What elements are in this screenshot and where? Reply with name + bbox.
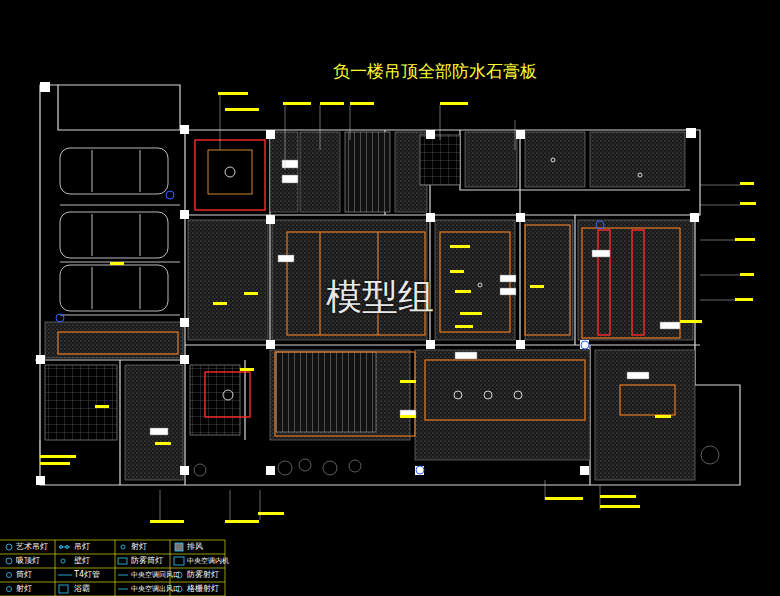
legend-text: 防雾筒灯 — [131, 556, 163, 566]
legend-text: 吊灯 — [74, 542, 90, 552]
legend-text: 吸顶灯 — [16, 556, 40, 566]
legend-text: 中央空调出风口 — [131, 584, 180, 594]
legend-text: 浴霸 — [74, 584, 90, 594]
legend-text: 艺术吊灯 — [16, 542, 48, 552]
legend-text: 射灯 — [131, 542, 147, 552]
legend-text: 防雾射灯 — [187, 570, 219, 580]
legend-text: 壁灯 — [74, 556, 90, 566]
legend-text: 射灯 — [16, 584, 32, 594]
legend-text: 筒灯 — [16, 570, 32, 580]
legend-text: 中央空调回风口 — [131, 570, 180, 580]
legend-text: 中央空调内机 — [187, 556, 229, 566]
legend-text: 排风 — [187, 542, 203, 552]
watermark: 模型组 — [326, 273, 434, 322]
drawing-title: 负一楼吊顶全部防水石膏板 — [333, 60, 537, 83]
legend-text: T4灯管 — [74, 570, 100, 580]
legend-text: 格栅射灯 — [187, 584, 219, 594]
